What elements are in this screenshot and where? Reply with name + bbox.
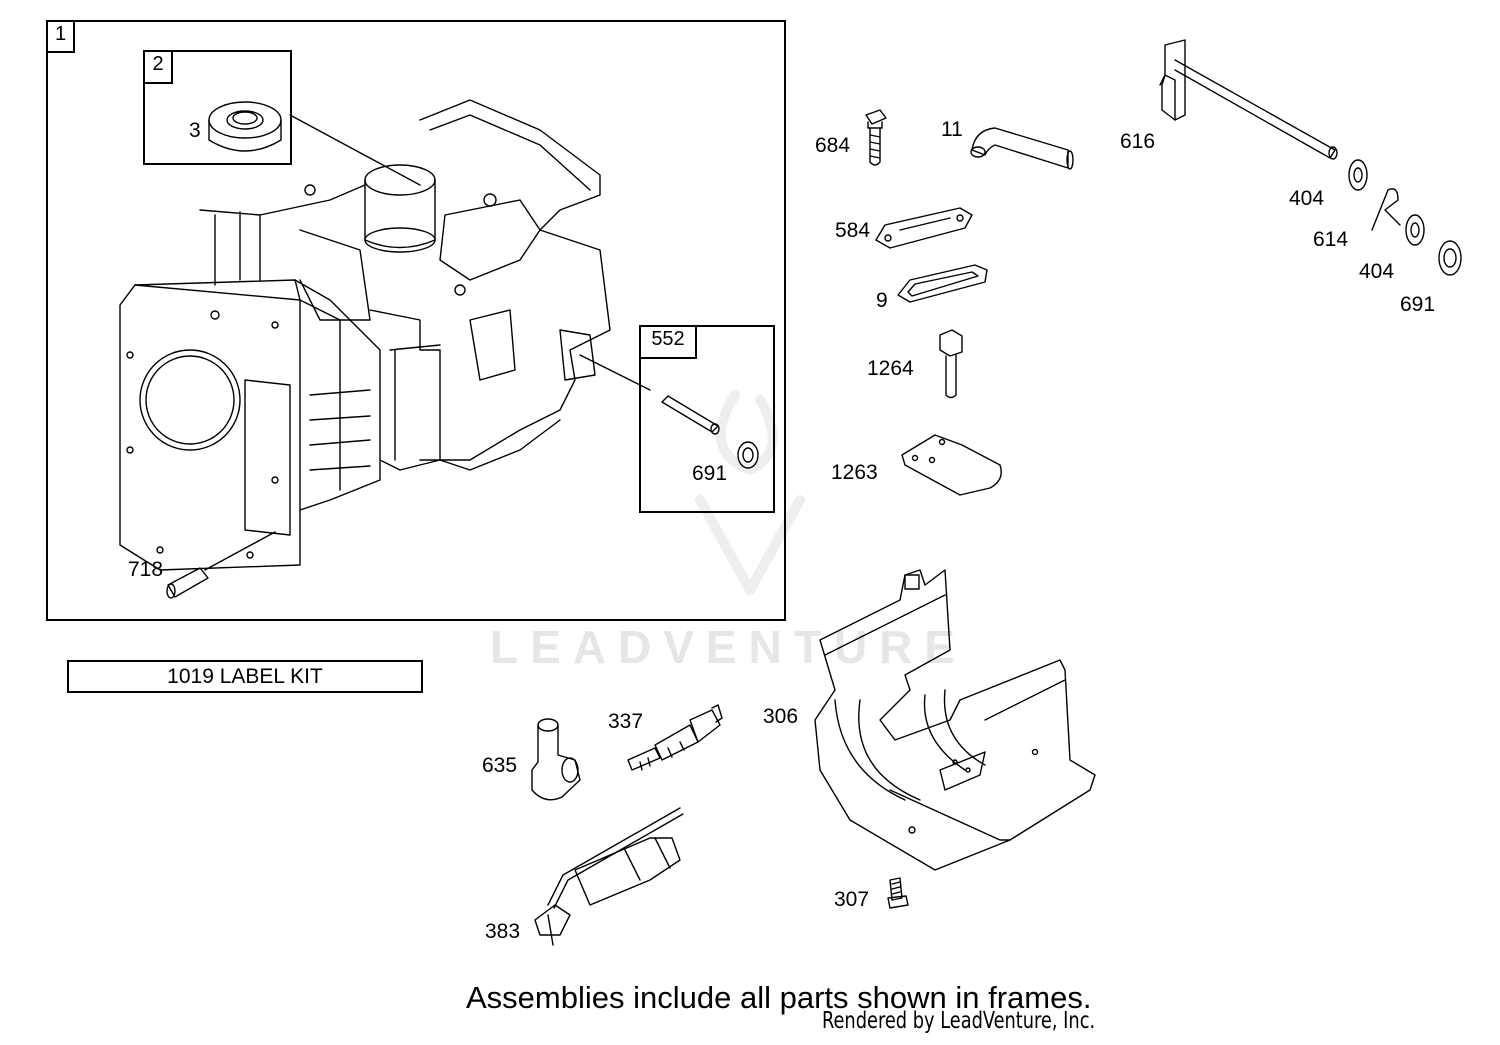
- main-assembly-tag: 1: [46, 20, 75, 53]
- part-label-616: 616: [1120, 130, 1156, 153]
- blower-housing-306-drawing: [814, 569, 1096, 871]
- part-label-691-b: 691: [1400, 293, 1436, 316]
- part-label-9: 9: [876, 289, 888, 312]
- washer-404-a-drawing: [1348, 159, 1368, 191]
- part-label-337: 337: [608, 710, 644, 733]
- assemblies-note: Assemblies include all parts shown in fr…: [466, 980, 1092, 1015]
- seal-691-b-drawing: [1438, 240, 1462, 276]
- seal-691-drawing: [737, 441, 759, 469]
- part-label-718: 718: [128, 558, 164, 581]
- part-label-684: 684: [815, 134, 851, 157]
- part-label-635: 635: [482, 754, 518, 777]
- spark-tool-383-drawing: [534, 807, 684, 946]
- spark-plug-337-drawing: [627, 704, 723, 771]
- leader-718: [204, 531, 276, 571]
- bearing-frame: [143, 50, 292, 165]
- part-label-11: 11: [941, 118, 963, 141]
- part-label-383: 383: [485, 920, 521, 943]
- label-kit-box: 1019 LABEL KIT: [67, 660, 423, 693]
- part-label-1263: 1263: [831, 461, 878, 484]
- leader-pin: [579, 354, 651, 391]
- leader-bearing: [289, 114, 421, 186]
- bearing-tag: 2: [143, 50, 173, 84]
- engine-block-drawing: [119, 99, 611, 571]
- plate-1263-drawing: [901, 434, 1002, 496]
- spark-boot-635-drawing: [531, 718, 581, 801]
- watermark-logo: [695, 390, 805, 595]
- part-label-306: 306: [763, 705, 799, 728]
- cover-584-drawing: [875, 207, 973, 249]
- rendered-by-credit: Rendered by LeadVenture, Inc.: [822, 1008, 1096, 1034]
- part-label-1264: 1264: [867, 357, 914, 380]
- pin-tag: 552: [639, 325, 697, 359]
- part-label-404-a: 404: [1289, 187, 1325, 210]
- watermark-text: LEADVENTURE: [490, 621, 968, 673]
- clip-614-drawing: [1371, 188, 1401, 231]
- bolt-684-drawing: [865, 109, 887, 166]
- breather-tube-11-drawing: [970, 127, 1074, 170]
- part-label-614: 614: [1313, 228, 1349, 251]
- washer-404-b-drawing: [1405, 214, 1425, 246]
- screw-307-drawing: [887, 877, 909, 909]
- pin-frame: [639, 325, 775, 513]
- bolt-1264-drawing: [939, 329, 963, 399]
- part-label-307: 307: [834, 888, 870, 911]
- main-assembly-frame: [46, 20, 786, 621]
- shaft-616-drawing: [1159, 39, 1338, 160]
- part-label-3: 3: [189, 119, 201, 142]
- gasket-9-drawing: [897, 264, 988, 303]
- seal-ring-drawing: [208, 101, 282, 152]
- part-label-404-b: 404: [1359, 260, 1395, 283]
- part-label-691-a: 691: [692, 462, 728, 485]
- part-label-584: 584: [835, 219, 871, 242]
- pin-552-drawing: [661, 395, 720, 435]
- dowel-718-drawing: [166, 567, 209, 599]
